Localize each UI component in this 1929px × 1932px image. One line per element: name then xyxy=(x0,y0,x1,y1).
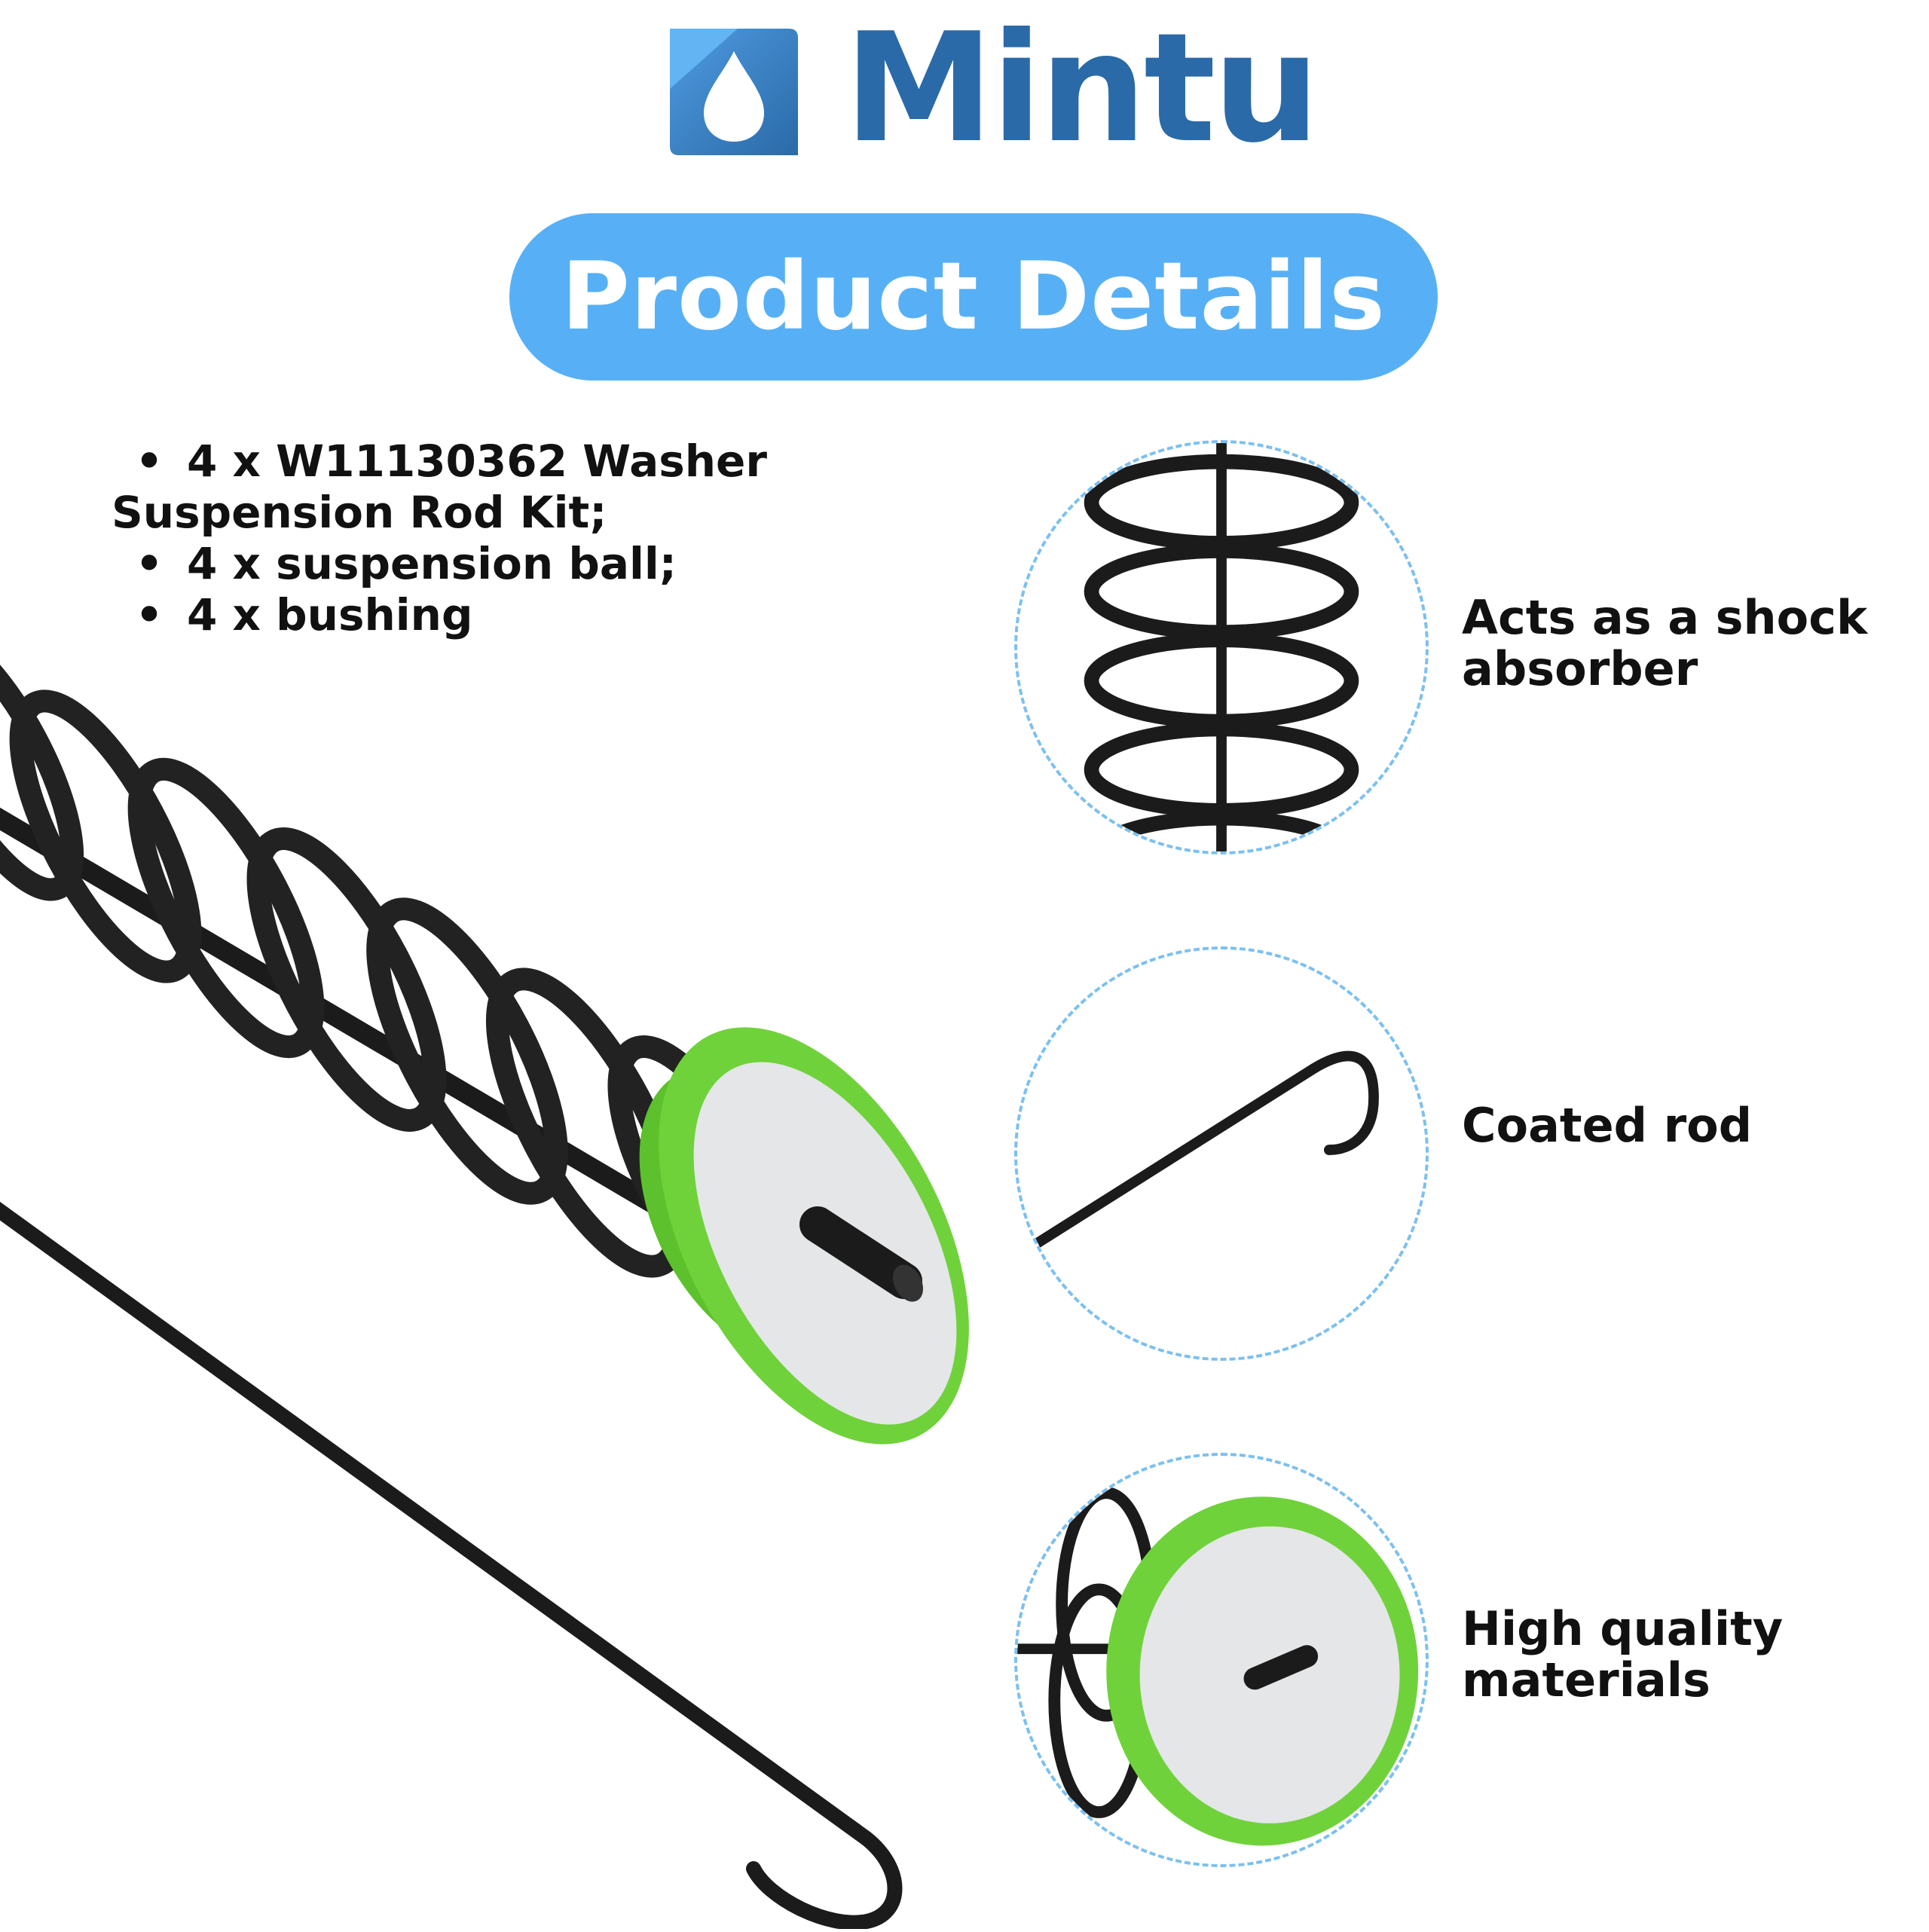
bullet-icon: • xyxy=(135,538,164,589)
feature-image-spring xyxy=(1014,440,1429,854)
bullet-icon: • xyxy=(135,436,164,487)
package-contents-list: •4 x W11130362 Washer Suspension Rod Kit… xyxy=(112,436,790,640)
list-item-continuation: Suspension Rod Kit; xyxy=(112,487,607,538)
list-item: •4 x suspension ball; xyxy=(112,538,790,589)
bullet-icon: • xyxy=(135,589,164,640)
banner-title: Product Details xyxy=(561,243,1386,351)
feature-label-shock-absorber: Acts as a shock absorber xyxy=(1462,590,1868,696)
feature-label-coated-rod: Coated rod xyxy=(1462,1098,1753,1153)
feature-label-materials: High quality materials xyxy=(1462,1601,1784,1707)
feature-image-coated-rod xyxy=(1014,946,1429,1361)
brand-name: Mintu xyxy=(844,1,1320,176)
product-details-banner: Product Details xyxy=(509,213,1438,381)
brand-logo xyxy=(670,29,798,155)
product-image-suspension-rod xyxy=(0,618,980,1930)
list-item: •4 x W11130362 Washer xyxy=(112,436,790,487)
feature-image-suspension-ball xyxy=(1014,1453,1429,1867)
list-item: •4 x bushing xyxy=(112,589,790,640)
water-drop-icon xyxy=(670,29,798,155)
